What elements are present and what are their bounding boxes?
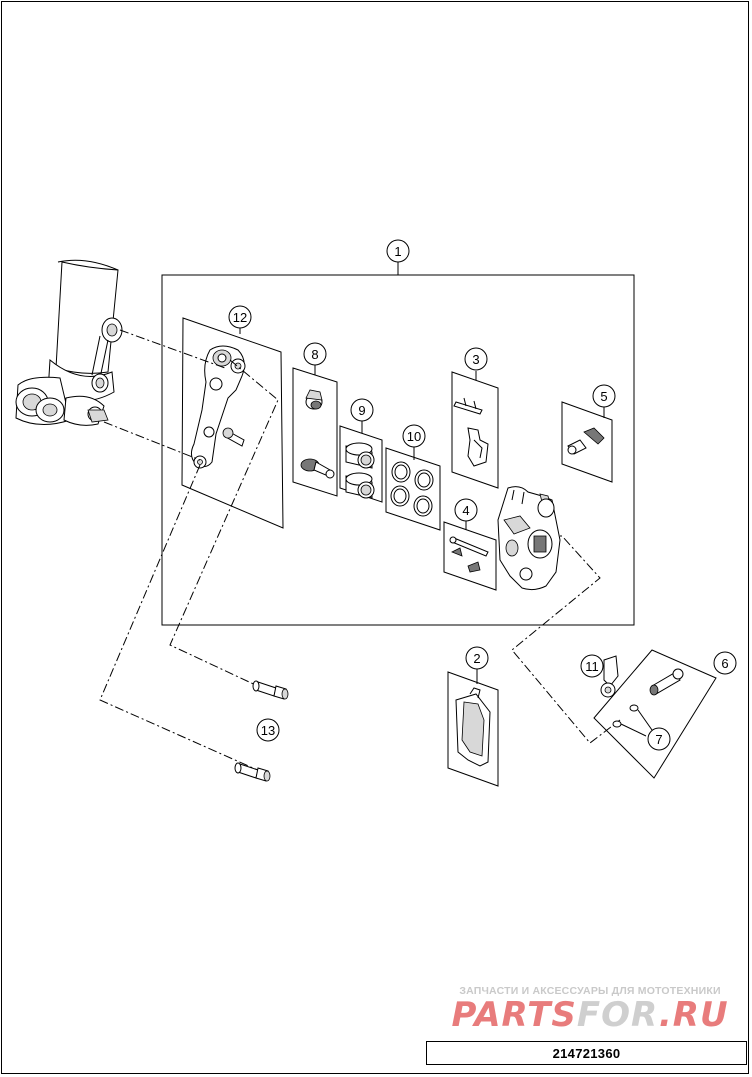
svg-text:7: 7 bbox=[655, 732, 662, 747]
callout-10: 10 bbox=[402, 424, 426, 448]
svg-text:1: 1 bbox=[394, 244, 401, 259]
fork-leg bbox=[15, 259, 123, 426]
callout-5: 5 bbox=[592, 384, 616, 408]
callout-7: 7 bbox=[647, 727, 671, 751]
svg-text:11: 11 bbox=[585, 659, 599, 674]
document-number-box: 214721360 bbox=[426, 1041, 747, 1065]
part-3-panel bbox=[451, 371, 499, 489]
callout-4: 4 bbox=[454, 498, 478, 522]
callout-11: 11 bbox=[580, 654, 604, 678]
callout-13: 13 bbox=[256, 718, 280, 742]
callout-12: 12 bbox=[228, 305, 252, 329]
callout-2: 2 bbox=[465, 646, 489, 670]
part-2-panel bbox=[447, 669, 499, 787]
svg-text:5: 5 bbox=[600, 389, 607, 404]
part-8-panel bbox=[292, 365, 338, 497]
svg-text:6: 6 bbox=[721, 656, 728, 671]
watermark-logo: PARTSFOR.RU bbox=[451, 995, 729, 1035]
assembly-lines bbox=[99, 329, 621, 773]
svg-text:13: 13 bbox=[261, 723, 275, 738]
caliper-body bbox=[497, 486, 561, 591]
callout-8: 8 bbox=[303, 342, 327, 366]
svg-text:10: 10 bbox=[407, 429, 421, 444]
part-5-panel bbox=[561, 401, 613, 483]
part-4-panel bbox=[443, 521, 497, 591]
svg-text:4: 4 bbox=[462, 503, 469, 518]
callout-1: 1 bbox=[386, 239, 410, 263]
part-9-panel bbox=[339, 421, 383, 503]
part-10-panel bbox=[385, 447, 441, 531]
svg-text:12: 12 bbox=[233, 310, 247, 325]
document-number: 214721360 bbox=[552, 1045, 621, 1061]
bolt-lower bbox=[234, 762, 271, 782]
watermark: ЗАПЧАСТИ И АКСЕССУАРЫ ДЛЯ МОТОТЕХНИКИ PA… bbox=[430, 985, 750, 1035]
callout-6: 6 bbox=[713, 651, 737, 675]
svg-text:2: 2 bbox=[473, 651, 480, 666]
watermark-tagline: ЗАПЧАСТИ И АКСЕССУАРЫ ДЛЯ МОТОТЕХНИКИ bbox=[459, 985, 721, 997]
caliper-bracket bbox=[190, 345, 246, 469]
svg-text:9: 9 bbox=[358, 403, 365, 418]
svg-text:8: 8 bbox=[311, 347, 318, 362]
bracket-panel bbox=[181, 317, 284, 529]
caliper-kit-frame bbox=[161, 262, 635, 626]
part-6-panel bbox=[593, 649, 717, 779]
svg-text:3: 3 bbox=[472, 352, 479, 367]
bolt-upper bbox=[252, 680, 289, 700]
callout-3: 3 bbox=[464, 347, 488, 371]
callout-9: 9 bbox=[350, 398, 374, 422]
